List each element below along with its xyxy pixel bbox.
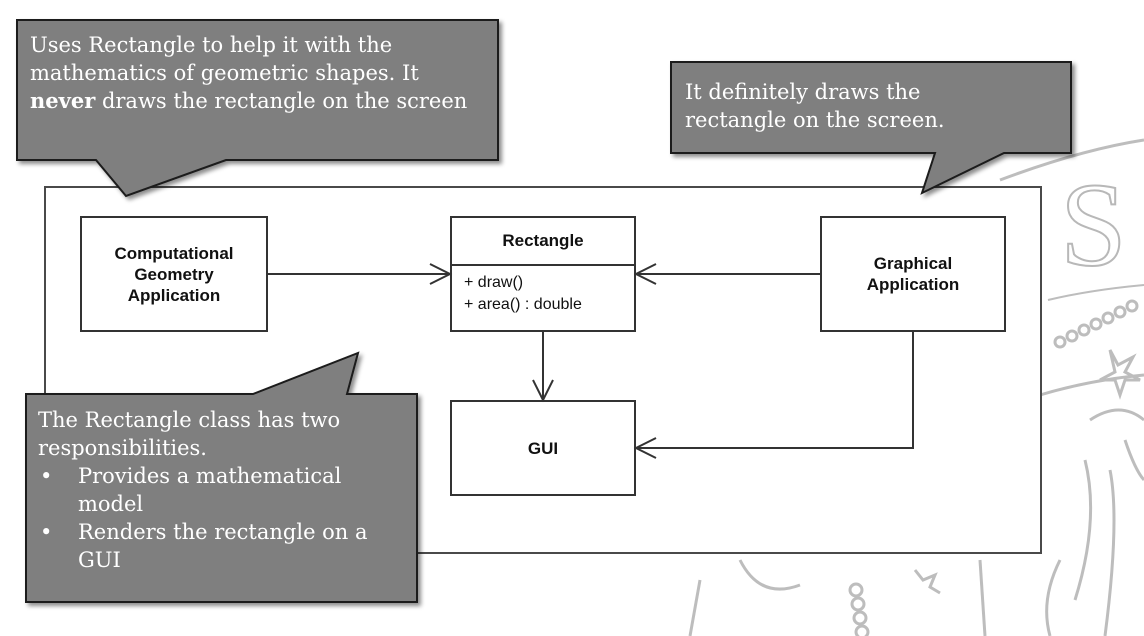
computational-geometry-application-box: Computational Geometry Application — [80, 216, 268, 332]
callout-top-right-text: It definitely draws the rectangle on the… — [685, 80, 945, 132]
callout-top-left-text-1: Uses Rectangle to help it with the mathe… — [30, 33, 419, 85]
callout-top-left-bold: never — [30, 88, 96, 113]
method-area: + area() : double — [464, 296, 582, 313]
arrowhead-graphical-to-gui — [633, 437, 657, 459]
bullet-marker: • — [40, 520, 53, 544]
graphical-application-box: Graphical Application — [820, 216, 1006, 332]
arrowhead-graphical-to-rectangle — [633, 263, 657, 285]
callout-bottom-left-intro: The Rectangle class has two responsibili… — [38, 408, 341, 460]
callout-bottom-left-shape — [25, 351, 418, 603]
graphical-application-label: Graphical Application — [866, 254, 960, 294]
arrowhead-rectangle-to-gui — [532, 379, 554, 403]
callout-top-right-shape — [670, 61, 1072, 195]
rectangle-methods: + draw() + area() : double — [452, 266, 634, 316]
arrow-graphical-to-gui — [636, 332, 914, 449]
callout-bottom-left: The Rectangle class has two responsibili… — [38, 406, 406, 574]
method-draw: + draw() — [464, 274, 524, 291]
bullet-marker: • — [40, 464, 53, 488]
rectangle-class-box: Rectangle + draw() + area() : double — [450, 216, 636, 332]
bullet-item: • Renders the rectangle on a GUI — [38, 518, 406, 574]
arrowhead-comp-to-rectangle — [429, 263, 453, 285]
callout-bottom-left-list: • Provides a mathematical model • Renders … — [38, 462, 406, 574]
bullet-text: Provides a mathematical model — [78, 464, 342, 516]
computational-geometry-application-label: Computational Geometry Application — [114, 243, 234, 305]
watermark-letter: S — [1060, 158, 1127, 291]
bullet-text: Renders the rectangle on a GUI — [78, 520, 368, 572]
callout-top-left-shape — [16, 19, 499, 198]
rectangle-class-name: Rectangle — [452, 218, 634, 266]
callout-top-left-text-2: draws the rectangle on the screen — [95, 89, 468, 113]
gui-label: GUI — [527, 438, 559, 458]
callout-top-left: Uses Rectangle to help it with the mathe… — [30, 31, 490, 115]
callout-top-right: It definitely draws the rectangle on the… — [685, 78, 1015, 134]
bullet-item: • Provides a mathematical model — [38, 462, 406, 518]
